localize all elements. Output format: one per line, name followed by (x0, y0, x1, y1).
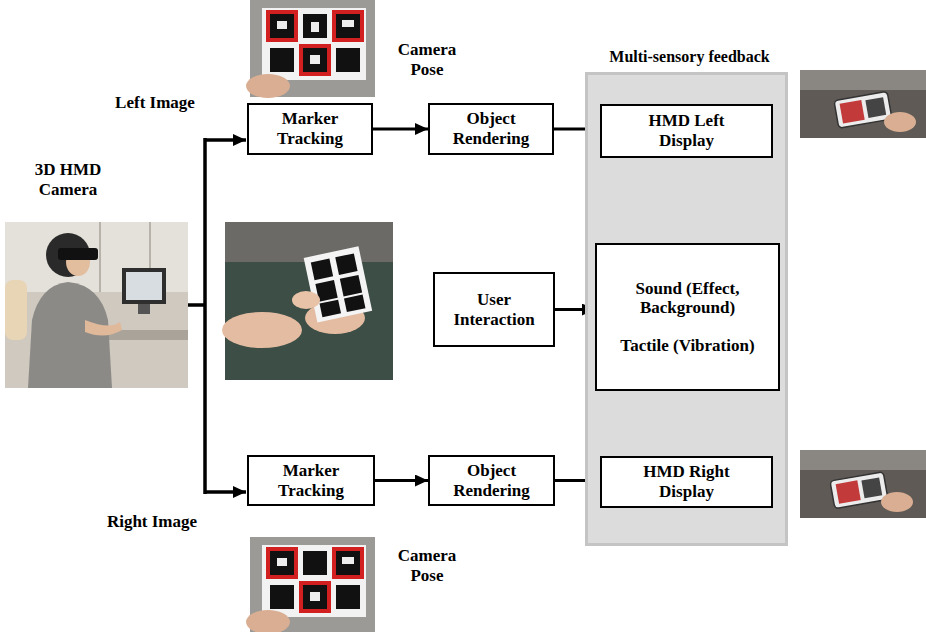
marker (336, 14, 360, 38)
box-label: Marker Tracking (255, 109, 365, 148)
marker (270, 585, 294, 609)
branch-arrow (205, 490, 246, 494)
phone-screen (836, 480, 861, 504)
box-label: Tactile (Vibration) (620, 336, 754, 356)
virtual-phone (830, 472, 888, 509)
photo-ground (800, 70, 926, 138)
marker-glyph (277, 558, 287, 566)
phone-body (830, 472, 888, 509)
box-label: Sound (Effect, Background) (603, 279, 772, 318)
marker (320, 300, 341, 318)
box-label: Marker Tracking (255, 461, 367, 500)
marker (303, 585, 327, 609)
annotation-label: Camera Pose (385, 546, 469, 585)
box-label: Object Rendering (436, 461, 547, 500)
marker (336, 585, 360, 609)
marker (336, 48, 360, 72)
marker-glyph (311, 22, 319, 32)
annotation-label: Left Image (100, 93, 210, 113)
process-box: HMD Left Display (600, 104, 773, 158)
marker (270, 14, 294, 38)
marker (340, 275, 362, 297)
hand (884, 112, 916, 132)
marker-glyph (342, 557, 354, 564)
photo-wall (225, 222, 393, 262)
marker-glyph (310, 592, 320, 601)
marker (303, 48, 327, 72)
process-box: Marker Tracking (247, 103, 373, 155)
marker-card (262, 545, 366, 617)
marker-photo (246, 537, 375, 632)
monitor-stand (138, 304, 150, 314)
photo-table (225, 222, 393, 380)
photo-wall (800, 70, 926, 90)
group-heading: Multi-sensory feedback (574, 48, 805, 66)
tracked-outline (301, 583, 329, 611)
marker (336, 551, 360, 575)
hand (222, 312, 302, 348)
tracked-outline (334, 12, 362, 40)
marker (311, 259, 333, 281)
marker-card (262, 8, 366, 80)
box-label: Object Rendering (436, 109, 546, 148)
annotation-label: Right Image (92, 512, 212, 532)
hand (246, 610, 290, 632)
card (304, 246, 372, 322)
photo-ground (5, 222, 188, 388)
camera-user-photo (5, 222, 188, 388)
box-label: User Interaction (441, 290, 547, 329)
thumb (292, 291, 320, 309)
phone-keys (861, 477, 882, 498)
hand (246, 74, 290, 98)
marker (344, 294, 365, 312)
photo-wall (800, 450, 926, 470)
person-hand (85, 320, 122, 336)
marker-photo (246, 0, 375, 98)
process-box: Object Rendering (428, 103, 554, 155)
marker (303, 14, 327, 38)
process-box: HMD Right Display (600, 456, 773, 508)
hmd-device (58, 248, 98, 260)
process-box: Marker Tracking (247, 455, 375, 506)
process-box: Sound (Effect, Background) Tactile (Vibra… (595, 243, 780, 391)
marker (303, 551, 327, 575)
tracked-outline (268, 12, 296, 40)
box-label: HMD Right Display (624, 462, 749, 501)
phone-screen (840, 100, 865, 124)
tracked-outline (334, 549, 362, 577)
phone-body (834, 91, 892, 128)
feedback-group: Multi-sensory feedbackHMD Left DisplaySo… (585, 72, 788, 546)
process-box: User Interaction (433, 272, 555, 347)
flow-arrow (375, 479, 428, 482)
process-box: Object Rendering (428, 455, 555, 506)
virtual-phone (834, 91, 892, 128)
box-label: HMD Left Display (626, 111, 747, 150)
marker (270, 48, 294, 72)
wall-line (99, 222, 101, 292)
ar-view-right (800, 450, 926, 518)
tracked-outline (301, 46, 329, 74)
ar-view-left (800, 70, 926, 138)
photo-ground (800, 450, 926, 518)
marker-glyph (277, 21, 287, 29)
interaction-photo (222, 222, 393, 380)
marker-glyph (310, 55, 320, 64)
chair (5, 280, 27, 340)
monitor-screen (126, 272, 162, 300)
annotation-label: Camera Pose (385, 40, 469, 79)
marker-card (304, 246, 372, 322)
flow-arrow (373, 128, 428, 131)
branch-line (188, 138, 205, 494)
annotation-label: 3D HMD Camera (20, 160, 116, 199)
phone-keys (865, 97, 886, 118)
marker-glyph (342, 20, 354, 27)
branch-arrow (205, 138, 246, 142)
hand (881, 492, 913, 512)
marker (270, 551, 294, 575)
marker (335, 253, 357, 275)
tracked-outline (268, 549, 296, 577)
monitor (122, 268, 166, 304)
